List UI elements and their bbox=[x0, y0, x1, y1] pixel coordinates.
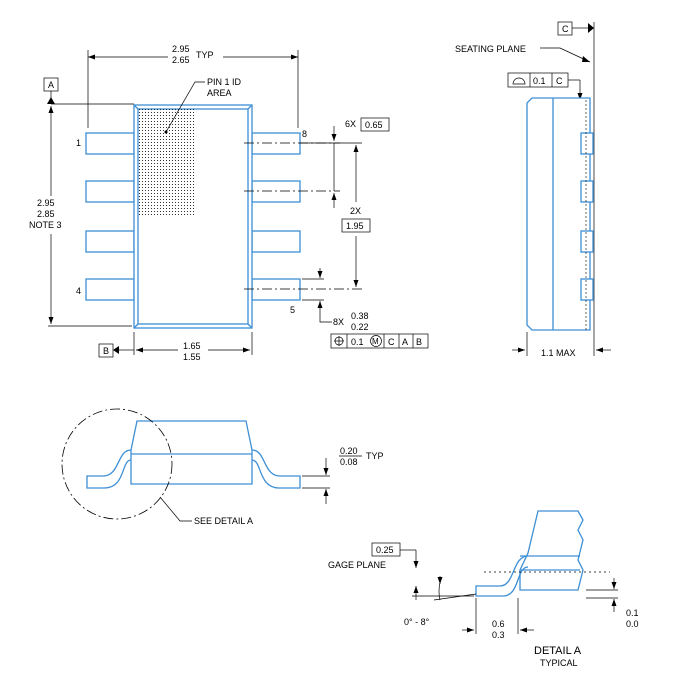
lead-thickness-lower: 0.08 bbox=[340, 457, 358, 467]
detail-a-view: 0.25 GAGE PLANE 0° - 8° 0.6 0.3 0.1 0.0 … bbox=[328, 510, 639, 668]
side-view: C SEATING PLANE 0.1 C 1.1 MAX bbox=[455, 21, 611, 358]
width-dim-lower: 2.65 bbox=[172, 55, 190, 65]
standoff-lower: 0.0 bbox=[626, 619, 639, 629]
pitch-count: 6X bbox=[345, 119, 356, 129]
lead-width-lower: 0.22 bbox=[351, 322, 369, 332]
gage-plane-label: GAGE PLANE bbox=[328, 560, 386, 570]
gage-value-box bbox=[371, 542, 401, 557]
pin-number-4: 4 bbox=[76, 286, 81, 296]
position-tolerance-frame: 0.1 M C A B bbox=[330, 333, 429, 349]
width-dim-upper: 2.95 bbox=[172, 44, 190, 54]
height-dim-upper: 2.95 bbox=[37, 198, 55, 208]
max-height-label: 1.1 MAX bbox=[541, 348, 576, 358]
pitch-value: 0.65 bbox=[365, 120, 383, 130]
lead-4 bbox=[85, 278, 135, 301]
position-tol-datum-1: C bbox=[388, 337, 395, 347]
position-tol-modifier: M bbox=[372, 337, 379, 346]
datum-a: A bbox=[48, 80, 54, 90]
height-dim-lower: 2.85 bbox=[37, 209, 55, 219]
flatness-icon bbox=[512, 77, 526, 85]
datum-c-box bbox=[557, 21, 573, 36]
pin1-label-line2: AREA bbox=[207, 88, 232, 98]
position-tol-value: 0.1 bbox=[351, 337, 364, 347]
lead-7 bbox=[251, 180, 301, 203]
lead-width-upper: 0.38 bbox=[351, 311, 369, 321]
seating-plane-label: SEATING PLANE bbox=[455, 44, 526, 54]
mmc-icon bbox=[370, 335, 382, 347]
side-body bbox=[526, 97, 591, 331]
pin1-id-area bbox=[138, 109, 195, 217]
body-dim-lower: 1.55 bbox=[183, 352, 201, 362]
detail-title: DETAIL A bbox=[534, 645, 582, 657]
span-value: 1.95 bbox=[346, 221, 364, 231]
lead-5 bbox=[251, 278, 301, 301]
lead-3 bbox=[85, 230, 135, 253]
lead-8 bbox=[251, 132, 301, 155]
datum-b: B bbox=[103, 346, 109, 356]
datum-c: C bbox=[562, 24, 569, 34]
lead-thickness-upper: 0.20 bbox=[340, 446, 358, 456]
span-count: 2X bbox=[350, 206, 361, 216]
pin-number-8: 8 bbox=[302, 129, 307, 139]
detail-subtitle: TYPICAL bbox=[540, 658, 578, 668]
foot-length-lower: 0.3 bbox=[492, 630, 505, 640]
standoff-upper: 0.1 bbox=[626, 608, 639, 618]
lead-width-count: 8X bbox=[333, 317, 344, 327]
flatness-datum: C bbox=[556, 76, 563, 86]
front-body bbox=[130, 420, 253, 485]
front-view: SEE DETAIL A 0.20 0.08 TYP bbox=[61, 408, 384, 526]
width-dim-suffix: TYP bbox=[196, 50, 214, 60]
lead-6 bbox=[251, 230, 301, 253]
lead-1 bbox=[85, 132, 135, 155]
body-dim-upper: 1.65 bbox=[183, 341, 201, 351]
pin1-label-line1: PIN 1 ID bbox=[207, 77, 242, 87]
top-view: 2.95 2.65 TYP PIN 1 ID AREA A 2.95 2.85 … bbox=[24, 42, 429, 364]
detail-a-callout-circle bbox=[61, 408, 173, 520]
pin-number-5: 5 bbox=[290, 305, 295, 315]
flatness-value: 0.1 bbox=[533, 76, 546, 86]
gage-value: 0.25 bbox=[376, 545, 394, 555]
position-tol-datum-3: B bbox=[416, 337, 422, 347]
lead-2 bbox=[85, 180, 135, 203]
lead-thickness-suffix: TYP bbox=[366, 451, 384, 461]
detail-body bbox=[519, 510, 584, 591]
position-tol-datum-2: A bbox=[402, 337, 408, 347]
datum-b-box bbox=[98, 343, 114, 358]
pin-number-1: 1 bbox=[76, 138, 81, 148]
foot-length-upper: 0.6 bbox=[492, 619, 505, 629]
angle-label: 0° - 8° bbox=[404, 617, 430, 627]
see-detail-label: SEE DETAIL A bbox=[194, 516, 253, 526]
height-dim-note: NOTE 3 bbox=[29, 220, 62, 230]
